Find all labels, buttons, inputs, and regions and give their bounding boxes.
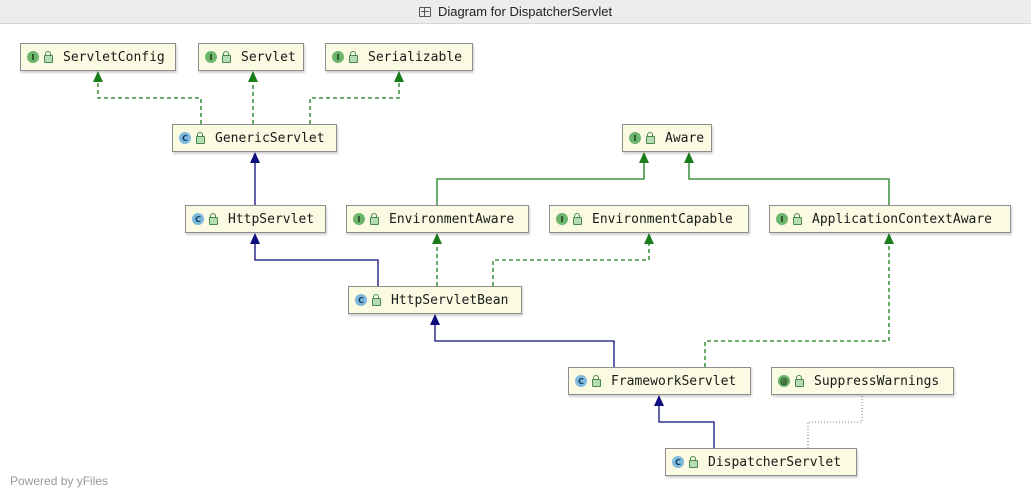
edge-dispatcherservlet-to-frameworkservlet	[654, 395, 715, 448]
interface-icon: I	[556, 213, 568, 225]
edge-environmentaware-to-aware	[436, 152, 649, 205]
node-label: EnvironmentAware	[389, 211, 515, 227]
edge-httpservlet-to-genericservlet	[250, 152, 260, 205]
arrowhead	[93, 71, 103, 82]
node-suppresswarnings[interactable]: @ SuppressWarnings	[771, 367, 954, 395]
lock-icon	[209, 212, 218, 225]
class-icon: C	[192, 213, 204, 225]
node-label: HttpServlet	[228, 211, 315, 227]
node-applicationcontextaware[interactable]: I ApplicationContextAware	[769, 205, 1011, 233]
edge-genericservlet-to-serializable	[309, 71, 404, 124]
footer-credit: Powered by yFiles	[10, 474, 109, 488]
lock-icon	[795, 374, 804, 387]
lock-icon	[689, 455, 698, 468]
node-environmentcapable[interactable]: I EnvironmentCapable	[549, 205, 749, 233]
annotation-icon: @	[778, 375, 790, 387]
node-httpservletbean[interactable]: C HttpServletBean	[348, 286, 522, 314]
edge-frameworkservlet-to-applicationcontextaware	[704, 233, 894, 367]
arrowhead	[654, 395, 664, 406]
edge-httpservletbean-to-httpservlet	[250, 233, 379, 286]
interface-icon: I	[776, 213, 788, 225]
node-genericservlet[interactable]: C GenericServlet	[172, 124, 337, 152]
arrowhead	[394, 71, 404, 82]
node-label: Servlet	[241, 49, 296, 65]
class-icon: C	[575, 375, 587, 387]
node-serializable[interactable]: I Serializable	[325, 43, 473, 71]
arrowhead	[250, 152, 260, 163]
diagram-icon	[418, 6, 431, 17]
interface-icon: I	[27, 51, 39, 63]
node-httpservlet[interactable]: C HttpServlet	[185, 205, 326, 233]
node-frameworkservlet[interactable]: C FrameworkServlet	[568, 367, 751, 395]
node-label: DispatcherServlet	[708, 454, 842, 470]
arrowhead	[248, 71, 258, 82]
lock-icon	[196, 131, 205, 144]
interface-icon: I	[205, 51, 217, 63]
edge-genericservlet-to-servletconfig	[93, 71, 202, 124]
arrowhead	[644, 233, 654, 244]
interface-icon: I	[353, 213, 365, 225]
node-label: HttpServletBean	[391, 292, 509, 308]
arrowhead	[884, 233, 894, 244]
arrowhead	[250, 233, 260, 244]
node-label: SuppressWarnings	[814, 373, 940, 389]
class-icon: C	[355, 294, 367, 306]
arrowhead	[432, 233, 442, 244]
lock-icon	[573, 212, 582, 225]
edge-httpservletbean-to-environmentaware	[432, 233, 442, 286]
lock-icon	[44, 50, 53, 63]
edge-genericservlet-to-servlet	[248, 71, 258, 124]
node-label: ApplicationContextAware	[812, 211, 993, 227]
lock-icon	[646, 131, 655, 144]
arrowhead	[430, 314, 440, 325]
window-title-bar: Diagram for DispatcherServlet	[0, 0, 1031, 24]
node-label: GenericServlet	[215, 130, 325, 146]
edge-frameworkservlet-to-httpservletbean	[430, 314, 615, 367]
node-label: FrameworkServlet	[611, 373, 737, 389]
edge-httpservletbean-to-environmentcapable	[492, 233, 654, 286]
edge-applicationcontextaware-to-aware	[684, 152, 890, 205]
edge-dispatcherservlet-to-suppresswarnings	[807, 395, 863, 448]
lock-icon	[349, 50, 358, 63]
node-servlet[interactable]: I Servlet	[198, 43, 304, 71]
node-environmentaware[interactable]: I EnvironmentAware	[346, 205, 529, 233]
node-label: Aware	[665, 130, 705, 146]
arrowhead	[639, 152, 649, 163]
lock-icon	[592, 374, 601, 387]
node-label: EnvironmentCapable	[592, 211, 733, 227]
arrowhead	[684, 152, 694, 163]
node-aware[interactable]: I Aware	[622, 124, 712, 152]
class-icon: C	[179, 132, 191, 144]
interface-icon: I	[629, 132, 641, 144]
class-icon: C	[672, 456, 684, 468]
lock-icon	[370, 212, 379, 225]
node-label: ServletConfig	[63, 49, 165, 65]
window-title: Diagram for DispatcherServlet	[437, 4, 613, 19]
interface-icon: I	[332, 51, 344, 63]
node-label: Serializable	[368, 49, 462, 65]
lock-icon	[222, 50, 231, 63]
node-dispatcherservlet[interactable]: C DispatcherServlet	[665, 448, 857, 476]
node-servletconfig[interactable]: I ServletConfig	[20, 43, 176, 71]
lock-icon	[372, 293, 381, 306]
lock-icon	[793, 212, 802, 225]
